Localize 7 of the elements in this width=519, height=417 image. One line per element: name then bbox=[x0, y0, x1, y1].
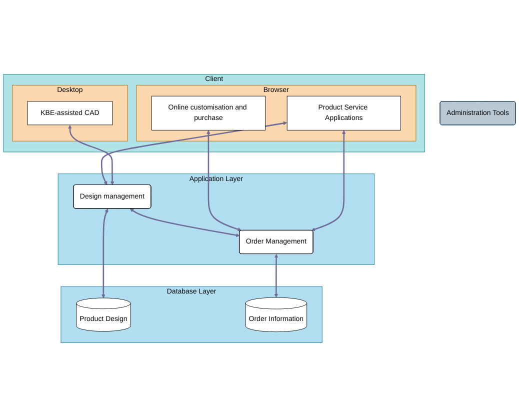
arrow bbox=[68, 124, 114, 186]
arrow bbox=[100, 121, 288, 186]
arrow bbox=[130, 208, 240, 238]
arrow bbox=[311, 130, 346, 232]
arrow bbox=[206, 130, 242, 232]
arrow bbox=[102, 208, 108, 298]
arrow bbox=[274, 254, 278, 298]
